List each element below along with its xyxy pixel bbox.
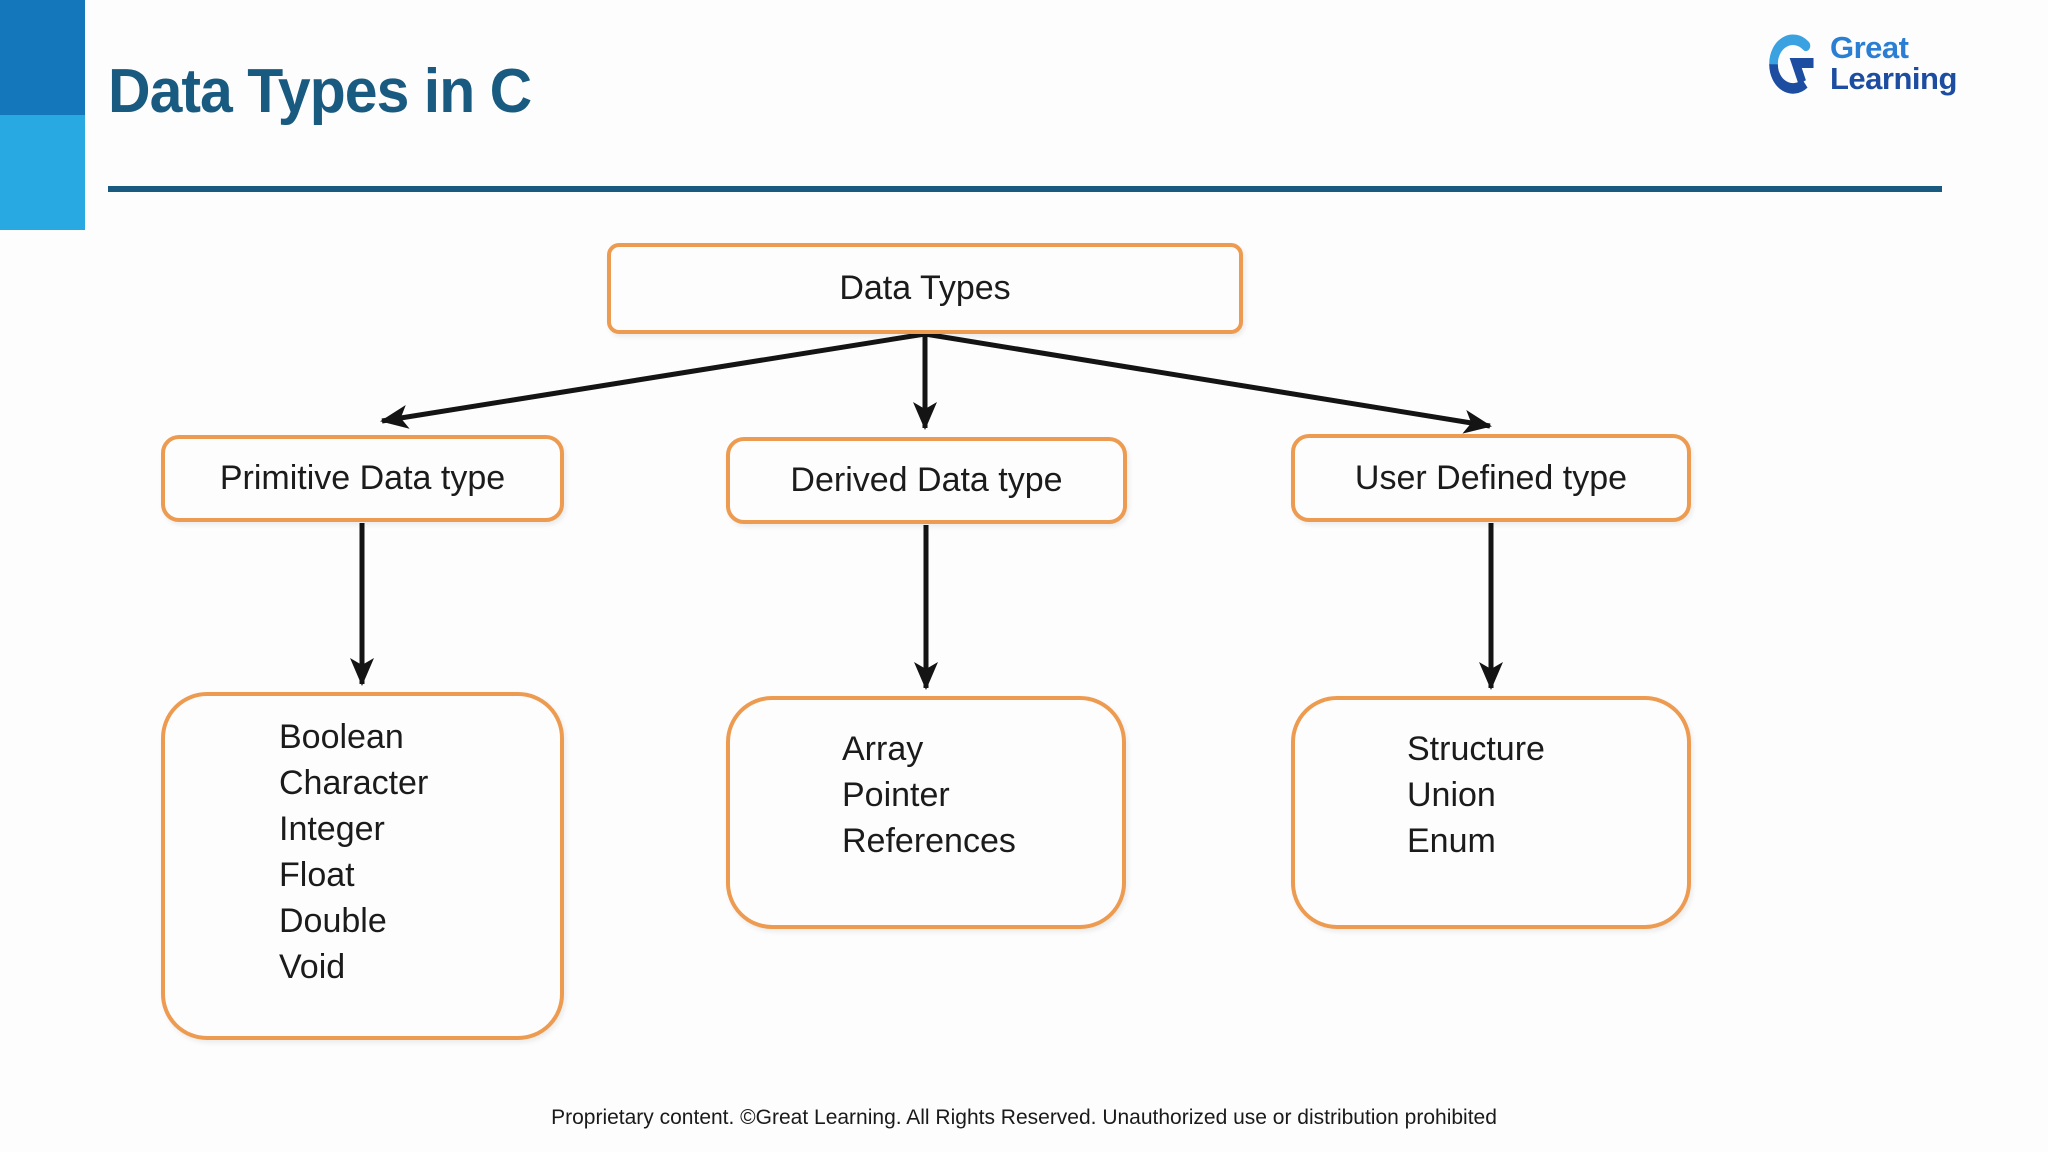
list-item: Union	[1407, 776, 1496, 814]
node-primitive-label: Primitive Data type	[219, 459, 506, 497]
accent-bar	[0, 0, 85, 230]
title-divider	[108, 186, 1942, 192]
list-item: Array	[842, 730, 924, 768]
list-item: Integer	[279, 810, 385, 848]
list-item: Pointer	[842, 776, 950, 814]
accent-bar-dark-block	[0, 0, 85, 115]
list-item: Character	[279, 764, 429, 802]
node-user-defined-label: User Defined type	[1354, 458, 1628, 497]
logo-word-great: Great	[1830, 30, 1909, 65]
connector-root-to-primitive	[380, 331, 926, 429]
node-primitive-data-type: Primitive Data type	[161, 435, 564, 522]
great-learning-g-icon	[1769, 34, 1814, 94]
footer-copyright: Proprietary content. ©Great Learning. Al…	[551, 1106, 1497, 1129]
list-item: Double	[279, 902, 387, 940]
connector-root-to-userdefined	[924, 331, 1492, 434]
logo-word-learning: Learning	[1830, 61, 1957, 96]
list-item: Structure	[1407, 730, 1545, 768]
list-item: Float	[279, 856, 355, 894]
node-derived-data-type: Derived Data type	[726, 437, 1127, 524]
great-learning-logo: Great Learning	[1766, 30, 1957, 96]
page-title: Data Types in C	[108, 57, 532, 126]
accent-bar-light-block	[0, 115, 85, 230]
node-data-types: Data Types	[607, 243, 1243, 334]
node-user-defined-type: User Defined type	[1291, 434, 1691, 522]
list-item: Void	[279, 948, 346, 986]
list-item: Enum	[1407, 822, 1496, 860]
list-item: Boolean	[279, 718, 404, 756]
node-derived-label: Derived Data type	[790, 461, 1063, 499]
list-item: References	[842, 822, 1016, 860]
node-data-types-label: Data Types	[839, 269, 1011, 307]
logo-text: Great Learning	[1830, 32, 1957, 94]
